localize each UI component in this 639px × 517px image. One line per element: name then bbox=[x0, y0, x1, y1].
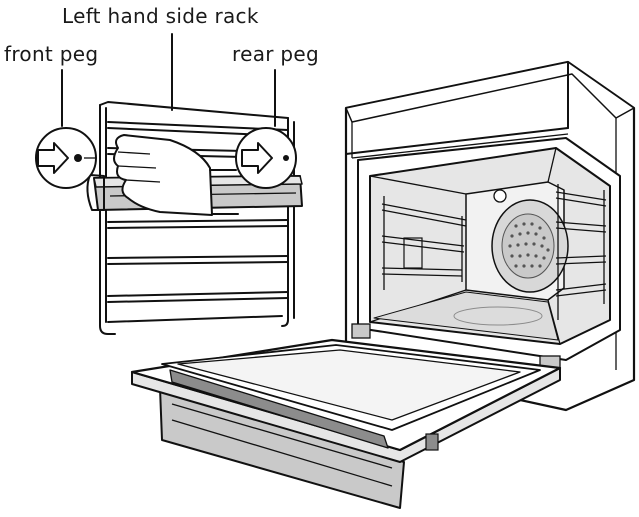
oven bbox=[344, 60, 636, 412]
rear-peg-callout bbox=[235, 127, 297, 189]
hand-icon bbox=[113, 134, 239, 216]
rack-label: Left hand side rack bbox=[62, 4, 259, 28]
leader-lines bbox=[61, 33, 276, 127]
oven-door bbox=[130, 338, 562, 509]
fan-icon bbox=[491, 199, 569, 293]
arrow-right-icon bbox=[241, 142, 273, 174]
front-peg-callout bbox=[35, 127, 97, 189]
front-peg-label: front peg bbox=[4, 42, 99, 66]
rear-peg-label: rear peg bbox=[232, 42, 320, 66]
arrow-right-icon bbox=[37, 142, 69, 174]
